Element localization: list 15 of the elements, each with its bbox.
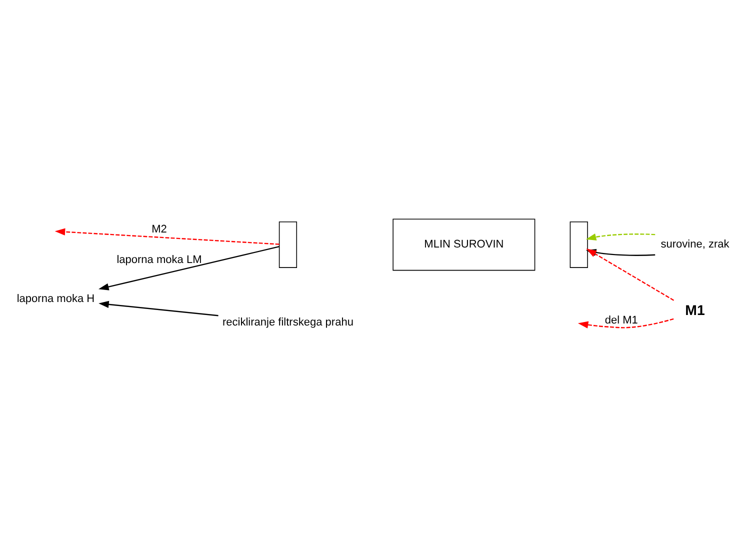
arrow: [586, 233, 656, 240]
edge-label: laporna moka LM: [116, 254, 202, 266]
arrow: [578, 318, 674, 328]
node-box: MLIN SUROVIN: [392, 218, 536, 270]
node-box: [278, 221, 298, 268]
node-text: M1: [685, 302, 705, 319]
arrow: [54, 228, 280, 244]
node-box: [570, 221, 588, 268]
arrow: [98, 300, 218, 316]
node-text: laporna moka H: [16, 292, 95, 304]
node-text: recikliranje filtrskega prahu: [222, 316, 354, 328]
edge-label: del M1: [604, 314, 638, 326]
arrow: [98, 246, 280, 290]
edge-label: M2: [152, 222, 167, 235]
node-text: surovine, zrak: [660, 238, 730, 250]
